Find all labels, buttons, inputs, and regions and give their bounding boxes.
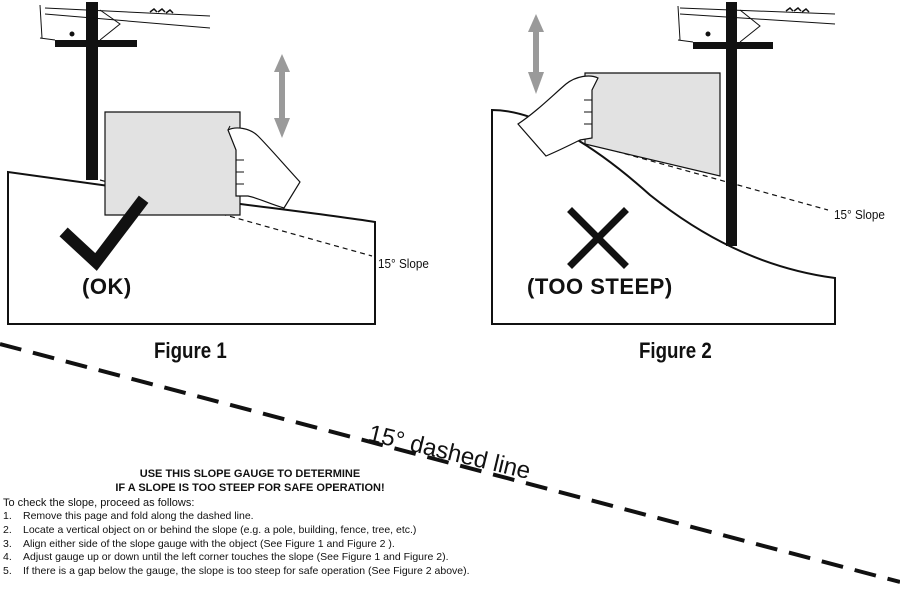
step-number: 4. bbox=[3, 551, 12, 564]
figure-2-caption: Figure 2 bbox=[639, 338, 712, 363]
figure-2-illustration bbox=[491, 2, 836, 325]
instructions-heading-line-1: USE THIS SLOPE GAUGE TO DETERMINE bbox=[139, 468, 361, 480]
step-text: Adjust gauge up or down until the left c… bbox=[23, 551, 449, 564]
figure-1-up-down-arrow-icon bbox=[274, 54, 290, 138]
instructions-steps: 1. Remove this page and fold along the da… bbox=[3, 510, 470, 579]
step-text: Remove this page and fold along the dash… bbox=[23, 510, 254, 522]
list-item: 4. Adjust gauge up or down until the left… bbox=[3, 551, 470, 565]
step-number: 1. bbox=[3, 510, 12, 522]
step-number: 3. bbox=[3, 537, 12, 550]
list-item: 3. Align either side of the slope gauge w… bbox=[3, 538, 470, 552]
step-number: 5. bbox=[3, 565, 12, 578]
list-item: 5. If there is a gap below the gauge, the… bbox=[3, 565, 470, 579]
list-item: 1. Remove this page and fold along the da… bbox=[3, 510, 470, 524]
figure-2-hand-icon bbox=[517, 75, 599, 157]
x-mark-icon bbox=[567, 207, 629, 269]
step-text: Locate a vertical object on or behind th… bbox=[23, 523, 417, 536]
figure-2-slope-label: 15° Slope bbox=[834, 207, 885, 222]
fold-dashed-line bbox=[0, 342, 900, 584]
figure-1-hand-icon bbox=[227, 127, 301, 209]
figure-1-verdict: (OK) bbox=[82, 274, 132, 299]
list-item: 2. Locate a vertical object on or behind … bbox=[3, 524, 470, 538]
instructions-intro: To check the slope, proceed as follows: bbox=[3, 497, 195, 509]
instructions-heading: USE THIS SLOPE GAUGE TO DETERMINE IF A S… bbox=[100, 467, 400, 495]
figure-1-gauge-card bbox=[104, 111, 241, 216]
utility-pole-icon bbox=[39, 2, 211, 180]
check-mark-icon bbox=[59, 195, 149, 271]
step-text: Align either side of the slope gauge wit… bbox=[23, 537, 395, 550]
figure-1-illustration bbox=[7, 2, 376, 325]
figure-2-up-down-arrow-icon bbox=[528, 14, 544, 94]
utility-pole-icon bbox=[677, 2, 836, 246]
figure-1-slope-label: 15° Slope bbox=[378, 256, 429, 271]
step-text: If there is a gap below the gauge, the s… bbox=[23, 565, 470, 578]
instructions-heading-line-2: IF A SLOPE IS TOO STEEP FOR SAFE OPERATI… bbox=[115, 482, 385, 494]
figure-1-caption: Figure 1 bbox=[154, 338, 227, 363]
step-number: 2. bbox=[3, 523, 12, 536]
figure-2-verdict: (TOO STEEP) bbox=[527, 274, 673, 299]
